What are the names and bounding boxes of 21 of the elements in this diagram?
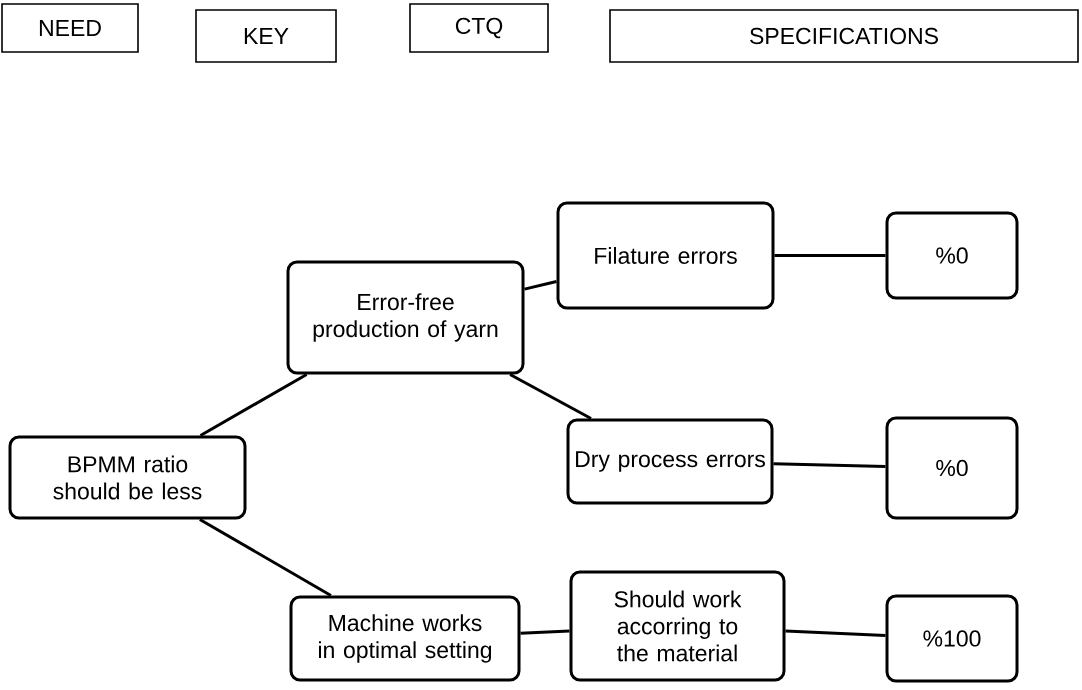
process-box: Error-free production of yarn (286, 260, 525, 375)
process-box: %0 (885, 211, 1019, 300)
connector-line (774, 254, 886, 257)
process-box: %100 (885, 594, 1019, 683)
connector-line (199, 373, 308, 437)
process-box: Filature errors (556, 201, 775, 310)
process-box: Should work accorring to the material (569, 570, 786, 682)
connector-line (520, 629, 570, 635)
header-box: CTQ (409, 3, 549, 53)
process-box: Dry process errors (566, 418, 774, 505)
connector-line (785, 629, 886, 637)
process-box: %0 (885, 416, 1019, 520)
connector-line (773, 462, 886, 468)
connector-line (199, 518, 332, 597)
connector-line (524, 280, 557, 291)
header-box: SPECIFICATIONS (609, 9, 1079, 63)
header-box: KEY (195, 9, 337, 63)
connector-line (509, 373, 592, 420)
process-box: Machine works in optimal setting (289, 595, 521, 682)
header-box: NEED (1, 3, 139, 53)
process-box: BPMM ratio should be less (8, 435, 247, 520)
